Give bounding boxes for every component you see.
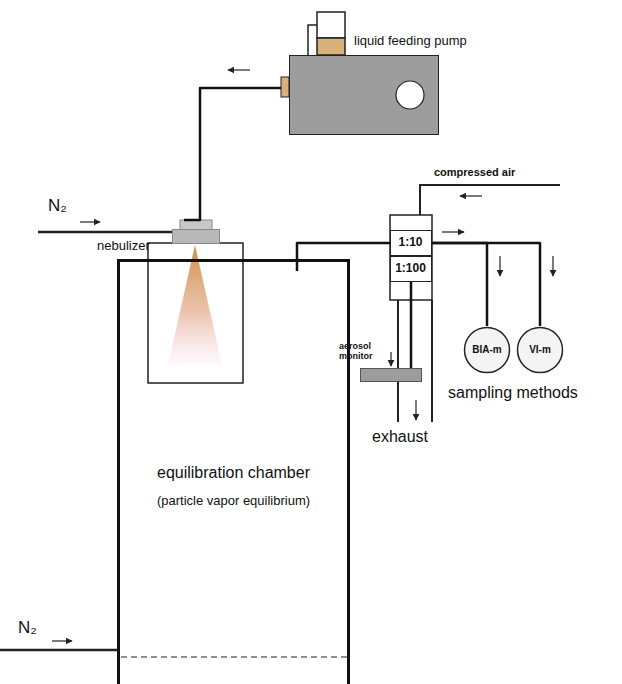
flow-arrow bbox=[552, 256, 553, 276]
exhaust-wall bbox=[431, 300, 433, 422]
spray-tube bbox=[148, 243, 243, 383]
group-label: sampling methods bbox=[448, 384, 578, 402]
node-subtitle: (particle vapor equilibrium) bbox=[157, 494, 310, 509]
reservoir-liquid bbox=[317, 38, 345, 55]
aerosol-monitor: aerosol monitor bbox=[360, 368, 422, 382]
exhaust-wall bbox=[397, 300, 399, 422]
dilution-stage: 1:100 bbox=[390, 256, 432, 282]
sampler-circle: BIA-m bbox=[463, 326, 511, 374]
node-title: equilibration chamber bbox=[157, 464, 310, 482]
flow-line bbox=[184, 88, 281, 220]
node-title: liquid feeding pump bbox=[354, 34, 467, 49]
n2-line bbox=[0, 649, 118, 652]
flow-arrow bbox=[80, 221, 100, 222]
exhaust-label: exhaust bbox=[372, 428, 428, 446]
flow-arrow bbox=[52, 640, 72, 641]
node-title: 1:10 bbox=[398, 236, 422, 250]
spray-cone bbox=[168, 245, 222, 365]
equilibration-chamber: equilibration chamber (particle vapor equ… bbox=[117, 259, 350, 684]
air-line bbox=[420, 185, 560, 215]
flow-arrow bbox=[390, 352, 391, 366]
flow-line bbox=[297, 243, 390, 271]
flow-line bbox=[432, 243, 540, 326]
pump-rotor bbox=[290, 56, 440, 136]
flow-arrow bbox=[499, 256, 500, 276]
flow-arrow bbox=[228, 69, 250, 70]
node-title: aerosol monitor bbox=[339, 341, 387, 362]
nebulizer-head: nebulizer bbox=[172, 229, 220, 244]
flow-line bbox=[432, 243, 487, 326]
node-title: BIA-m bbox=[472, 344, 501, 356]
gas-label: N₂ bbox=[48, 196, 67, 216]
reservoir bbox=[317, 12, 345, 38]
n2-line bbox=[38, 231, 172, 234]
dilution-stage: 1:10 bbox=[390, 230, 432, 256]
flow-line bbox=[410, 282, 413, 368]
air-label: compressed air bbox=[434, 166, 515, 179]
sampler-circle: VI-m bbox=[516, 326, 564, 374]
flow-arrow bbox=[415, 400, 416, 420]
pump-body: liquid feeding pump bbox=[289, 55, 439, 135]
node-title: 1:100 bbox=[395, 262, 426, 276]
node-title: VI-m bbox=[529, 344, 551, 356]
flow-arrow bbox=[442, 231, 464, 232]
pump-port bbox=[281, 77, 289, 97]
gas-label: N₂ bbox=[18, 618, 37, 638]
node-title: nebulizer bbox=[97, 239, 150, 254]
distributor-plate bbox=[121, 656, 347, 657]
flow-arrow bbox=[460, 195, 482, 196]
